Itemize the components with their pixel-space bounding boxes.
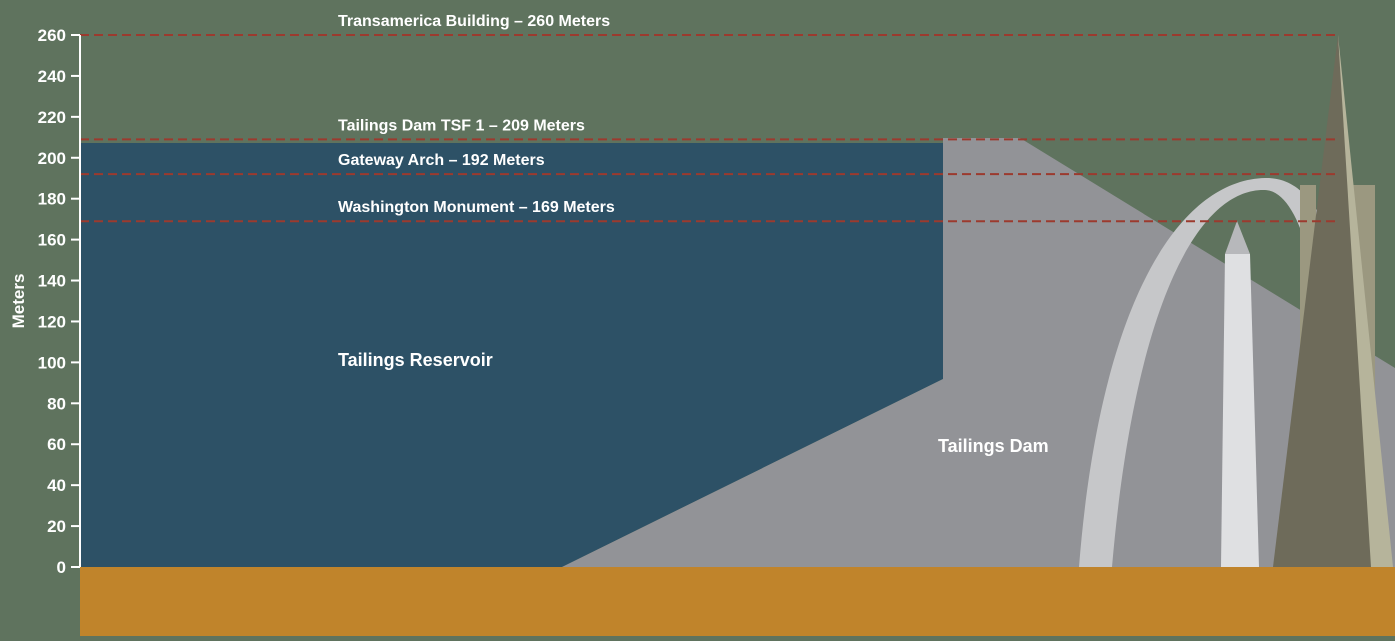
y-tick-label: 20 [47,517,66,536]
y-tick-label: 120 [38,312,66,331]
washington-monument-tip [1225,221,1250,254]
y-axis: 0 20 40 60 80 100 120 140 160 180 200 220 240 260 [38,26,81,577]
y-tick-label: 80 [47,394,66,413]
reservoir-label: Tailings Reservoir [338,350,493,370]
shapes-layer [80,35,1395,636]
y-tick-label: 240 [38,67,66,86]
y-tick-label: 40 [47,476,66,495]
y-tick-label: 200 [38,149,66,168]
dam-label: Tailings Dam [938,436,1049,456]
y-tick-label: 140 [38,272,66,291]
reference-line-label: Washington Monument – 169 Meters [338,199,615,216]
transamerica-spire [1273,35,1371,567]
tailings-reservoir [80,143,943,567]
y-tick-label: 260 [38,26,66,45]
reference-line-label: Tailings Dam TSF 1 – 209 Meters [338,117,585,134]
reference-line-label: Gateway Arch – 192 Meters [338,152,545,169]
gateway-arch [1079,177,1375,567]
washington-monument-shaft [1221,254,1259,567]
ground [80,567,1395,636]
y-tick-label: 100 [38,353,66,372]
reference-lines-layer: Transamerica Building – 260 MetersTailin… [80,13,1340,223]
y-tick-label: 60 [47,435,66,454]
y-tick-label: 0 [57,558,66,577]
y-axis-label: Meters [9,274,28,329]
reference-line-label: Transamerica Building – 260 Meters [338,13,610,30]
y-tick-label: 160 [38,231,66,250]
y-tick-label: 180 [38,190,66,209]
y-tick-label: 220 [38,108,66,127]
